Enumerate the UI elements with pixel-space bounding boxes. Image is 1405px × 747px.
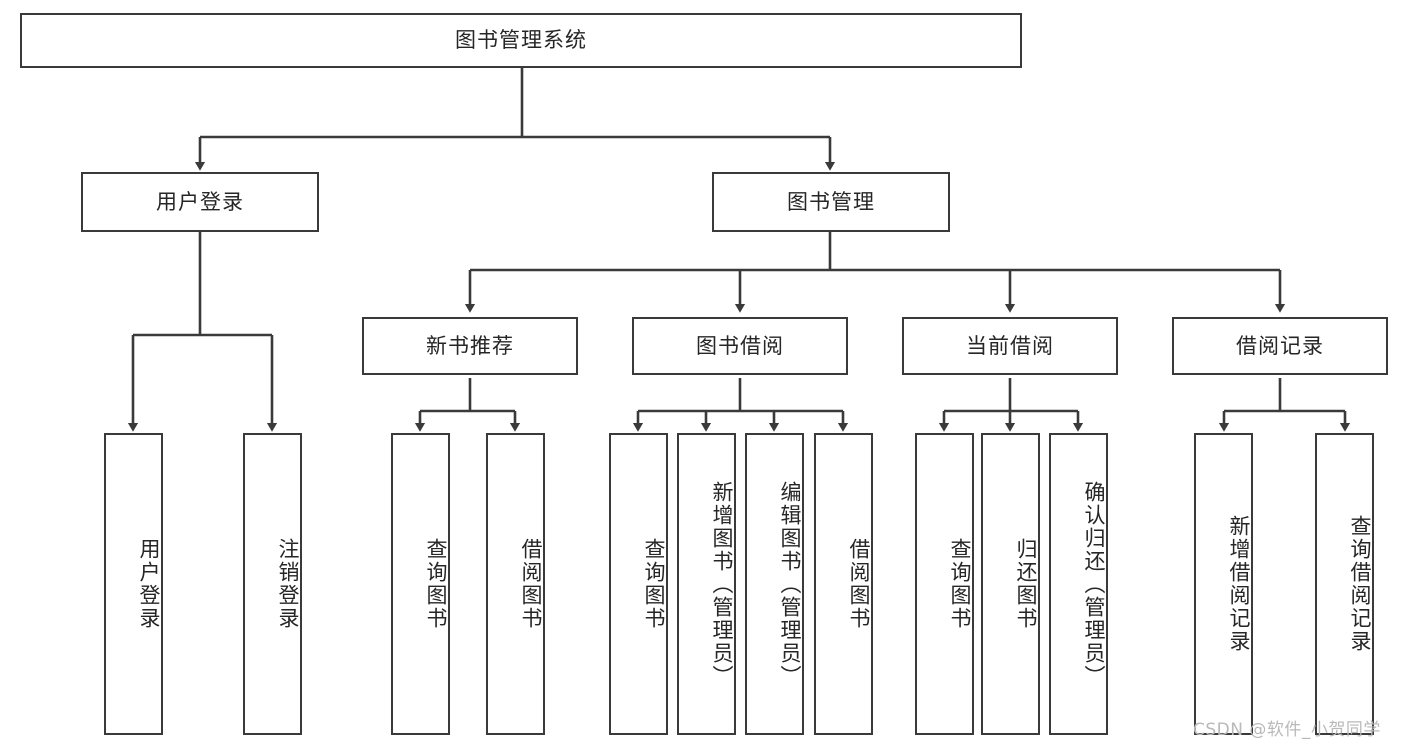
watermark-text: CSDN @软件_小贺同学 [1193,720,1381,740]
node-leaf-add-record-label: 新增借阅记录 [1227,515,1251,653]
node-borrow-record[interactable]: 借阅记录 [1172,317,1388,375]
node-leaf-edit-book-label: 编辑图书（管理员） [778,480,802,688]
node-leaf-query-book-1[interactable]: 查询图书 [391,433,450,735]
node-book-borrow-label: 图书借阅 [696,333,784,358]
node-current-borrow-label: 当前借阅 [966,333,1054,358]
node-leaf-add-book-label: 新增图书（管理员） [710,480,734,688]
node-book-borrow[interactable]: 图书借阅 [632,317,848,375]
node-leaf-edit-book[interactable]: 编辑图书（管理员） [745,433,804,735]
node-leaf-add-record[interactable]: 新增借阅记录 [1194,433,1253,735]
node-leaf-query-book-2[interactable]: 查询图书 [609,433,668,735]
node-leaf-user-logout-label: 注销登录 [276,538,300,630]
node-user-login-label: 用户登录 [156,189,244,214]
node-leaf-confirm-return[interactable]: 确认归还（管理员） [1049,433,1108,735]
node-leaf-borrow-book-1[interactable]: 借阅图书 [486,433,545,735]
node-leaf-query-book-1-label: 查询图书 [424,538,448,630]
node-leaf-return-book[interactable]: 归还图书 [981,433,1040,735]
node-leaf-add-book[interactable]: 新增图书（管理员） [677,433,736,735]
node-borrow-record-label: 借阅记录 [1236,333,1324,358]
node-leaf-query-book-3-label: 查询图书 [948,538,972,630]
node-book-manage[interactable]: 图书管理 [712,172,950,232]
node-leaf-user-login-label: 用户登录 [137,538,161,630]
node-new-book-recommend-label: 新书推荐 [426,333,514,358]
node-leaf-user-login[interactable]: 用户登录 [104,433,163,735]
node-leaf-query-record[interactable]: 查询借阅记录 [1315,433,1374,735]
node-leaf-query-book-3[interactable]: 查询图书 [915,433,974,735]
node-book-manage-label: 图书管理 [787,189,875,214]
node-leaf-user-logout[interactable]: 注销登录 [243,433,302,735]
node-root-label: 图书管理系统 [455,28,587,53]
node-leaf-borrow-book-2[interactable]: 借阅图书 [814,433,873,735]
node-leaf-query-book-2-label: 查询图书 [642,538,666,630]
node-root[interactable]: 图书管理系统 [20,13,1022,68]
node-current-borrow[interactable]: 当前借阅 [902,317,1118,375]
node-leaf-query-record-label: 查询借阅记录 [1348,515,1372,653]
node-user-login[interactable]: 用户登录 [81,172,319,232]
node-leaf-return-book-label: 归还图书 [1014,538,1038,630]
node-leaf-borrow-book-2-label: 借阅图书 [847,538,871,630]
node-leaf-confirm-return-label: 确认归还（管理员） [1082,480,1106,688]
node-new-book-recommend[interactable]: 新书推荐 [362,317,578,375]
node-leaf-borrow-book-1-label: 借阅图书 [519,538,543,630]
